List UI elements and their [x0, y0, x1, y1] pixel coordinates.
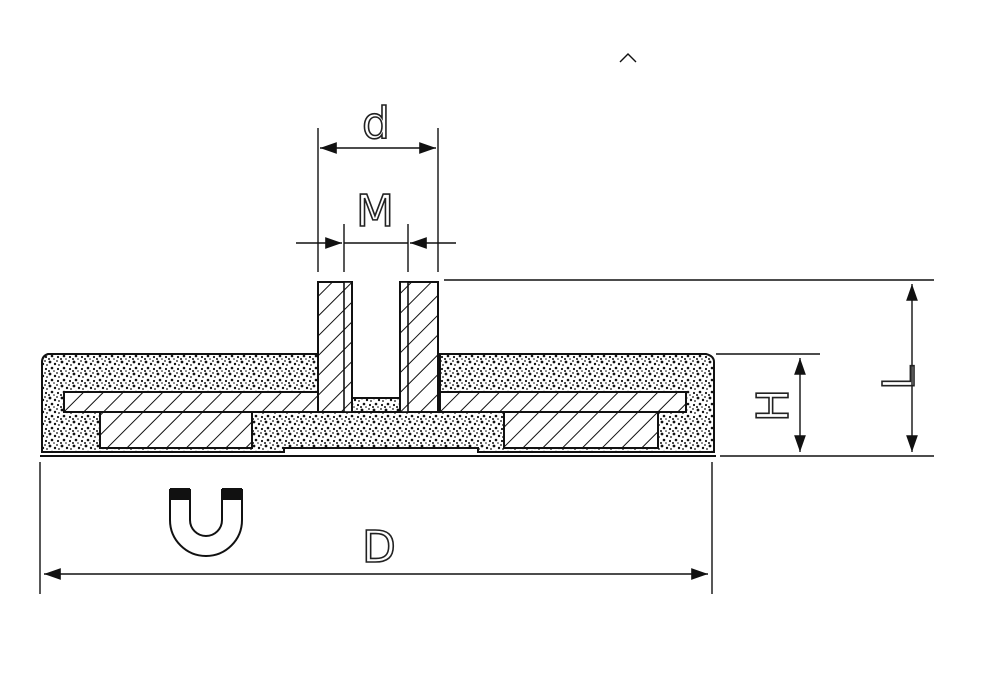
horseshoe-magnet-icon — [169, 488, 243, 557]
dimension-d-outer: D — [39, 462, 713, 594]
stray-mark — [619, 53, 637, 63]
threaded-boss — [317, 281, 439, 413]
label-h: H — [748, 389, 799, 422]
magnet-ring-left — [99, 411, 253, 449]
label-l: L — [874, 365, 925, 390]
label-m: M — [356, 186, 394, 237]
dimension-h: H — [716, 353, 820, 452]
dimension-l: L — [444, 279, 934, 457]
dimension-d: d — [317, 97, 439, 272]
dimension-m: M — [296, 185, 456, 272]
label-d: d — [362, 98, 390, 149]
label-d-outer: D — [362, 522, 396, 573]
magnet-ring-right — [503, 411, 659, 449]
